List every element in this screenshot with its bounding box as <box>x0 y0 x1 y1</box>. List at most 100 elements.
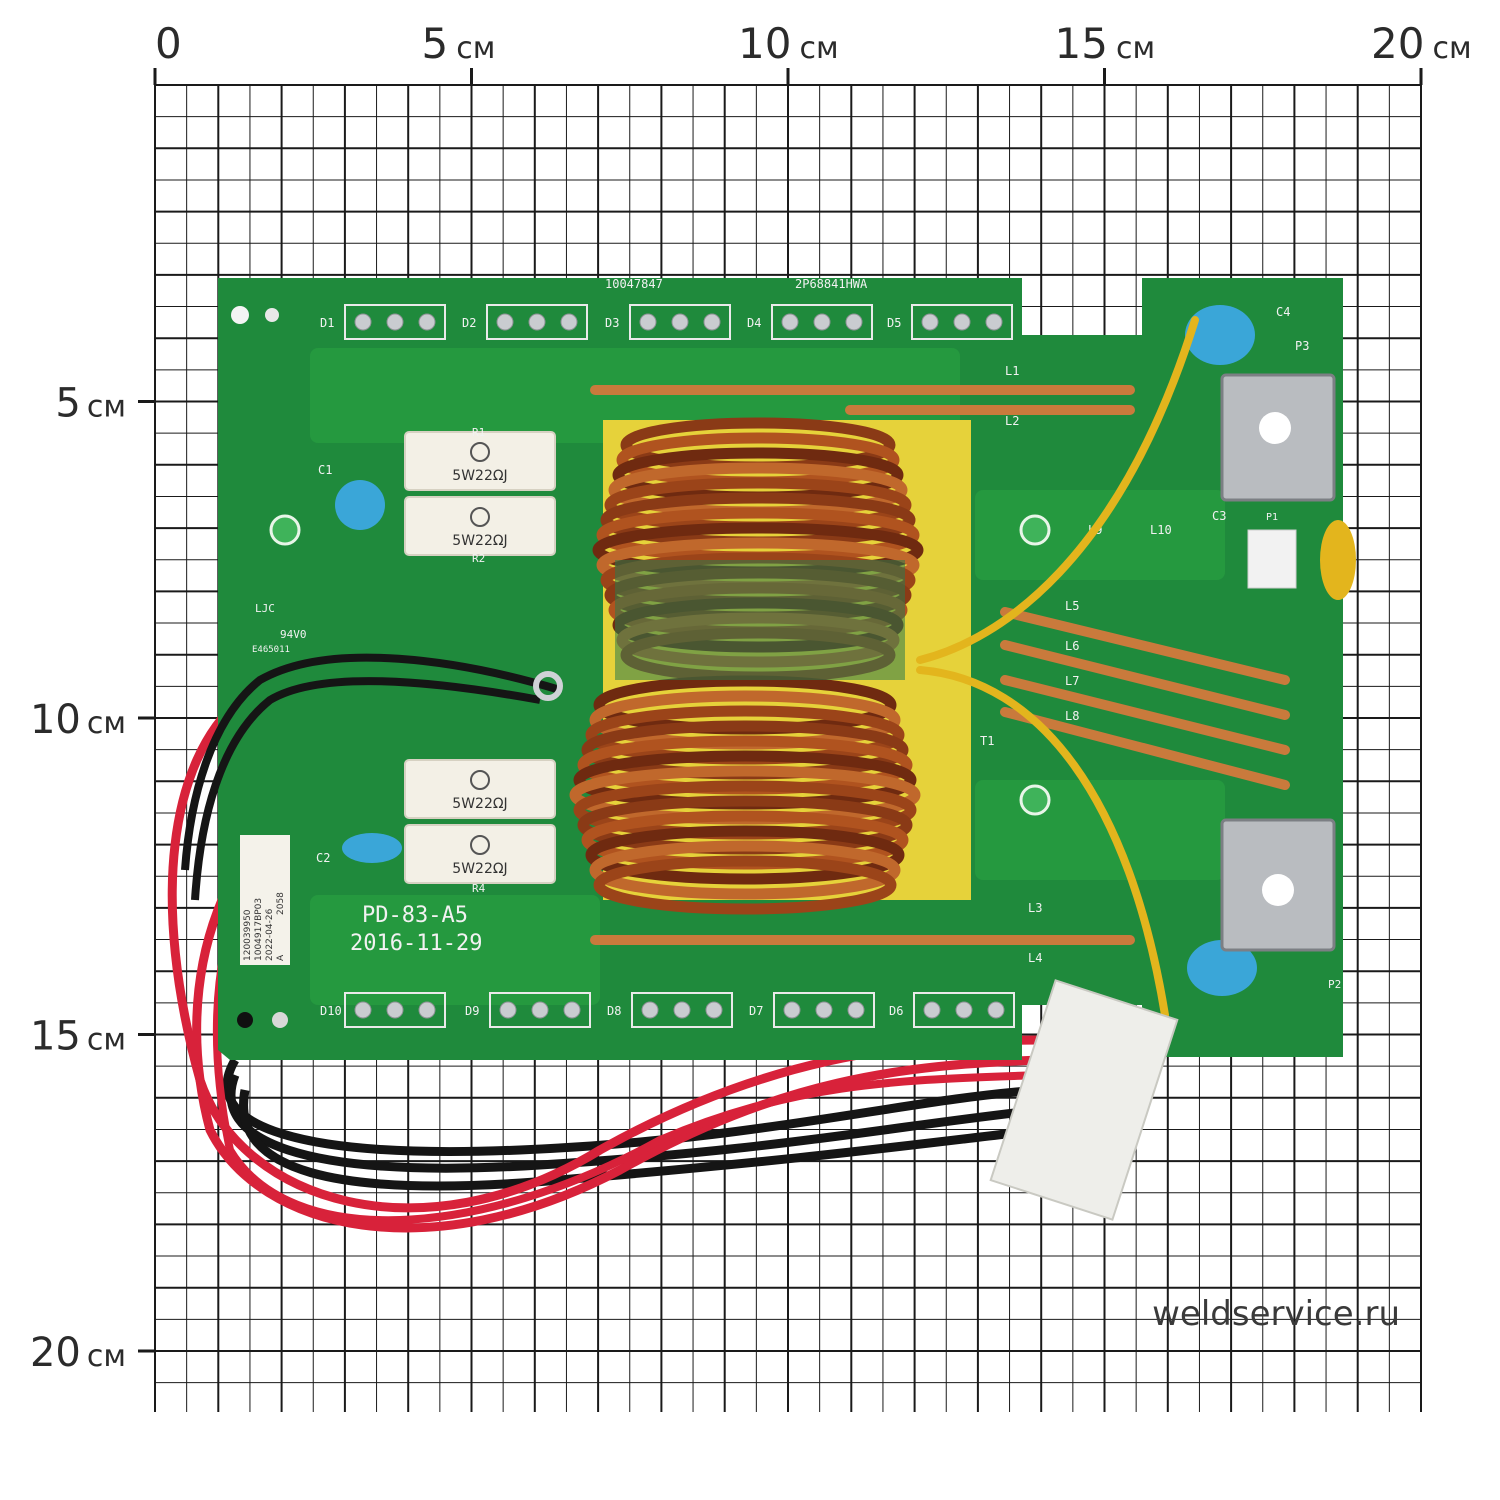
label-c3: C3 <box>1212 509 1226 523</box>
diode-label: D1 <box>320 316 334 330</box>
resistor-value: 5W22ΩJ <box>452 796 507 812</box>
label-p1: P1 <box>1266 512 1278 523</box>
diode-label: D9 <box>465 1004 479 1018</box>
label-l8: L8 <box>1065 709 1079 723</box>
ruler-unit: см <box>456 31 495 66</box>
label-r4: R4 <box>472 882 486 895</box>
solder-pad <box>418 1001 436 1019</box>
label-r1: R1 <box>472 426 485 439</box>
capacitors <box>335 305 1356 996</box>
diode-label: D10 <box>320 1004 342 1018</box>
solder-pad <box>813 313 831 331</box>
solder-pad <box>499 1001 517 1019</box>
solder-pad <box>641 1001 659 1019</box>
solder-pad <box>563 1001 581 1019</box>
metal-tabs <box>1220 373 1336 952</box>
ruler-number: 15 <box>30 1014 81 1060</box>
diode-footprint <box>773 992 875 1028</box>
toroid-choke <box>569 417 924 915</box>
label-r2: R2 <box>472 552 485 565</box>
sticker-line-2: 1004917BP03 <box>254 898 264 961</box>
ruler-unit: см <box>799 31 838 66</box>
board-model: PD-83-A5 <box>362 903 468 928</box>
ruler-unit: см <box>1432 31 1471 66</box>
sticker-line-5: 2058 <box>276 892 286 915</box>
ruler-top-label: 0 <box>155 19 182 68</box>
solder-pad <box>418 313 436 331</box>
diode-footprint <box>771 304 873 340</box>
coil-winding <box>589 840 901 900</box>
diode-footprint <box>913 992 1015 1028</box>
coil-winding <box>585 825 905 885</box>
solder-pad <box>955 1001 973 1019</box>
label-l6: L6 <box>1065 639 1079 653</box>
sticker-line-4: A <box>276 954 286 961</box>
board-code-2: 2P68841HWA <box>795 277 868 291</box>
copper-bars <box>590 385 1290 945</box>
label-l1: L1 <box>1005 364 1019 378</box>
solder-pad <box>531 1001 549 1019</box>
sticker-line-3: 2022-04-26 <box>265 908 275 961</box>
resistor-logo <box>470 835 490 855</box>
board-date: 2016-11-29 <box>350 931 482 956</box>
label-ljc: LJC <box>255 602 275 615</box>
solder-pad <box>386 313 404 331</box>
label-l4: L4 <box>1028 951 1042 965</box>
solder-pad <box>847 1001 865 1019</box>
board-code-1: 10047847 <box>605 277 663 291</box>
diode-label: D7 <box>749 1004 763 1018</box>
label-l7: L7 <box>1065 674 1079 688</box>
solder-pad <box>354 1001 372 1019</box>
connector-p1 <box>1247 529 1297 589</box>
diode-footprint <box>489 992 591 1028</box>
solder-pad <box>386 1001 404 1019</box>
solder-pad <box>953 313 971 331</box>
resistor-logo <box>470 442 490 462</box>
solder-pad <box>673 1001 691 1019</box>
solder-pad <box>705 1001 723 1019</box>
diode-footprint <box>344 304 446 340</box>
solder-pad <box>354 313 372 331</box>
resistor-value: 5W22ΩJ <box>452 861 507 877</box>
watermark: weldservice.ru <box>1152 1294 1400 1334</box>
label-l3: L3 <box>1028 901 1042 915</box>
label-p2: P2 <box>1328 978 1341 991</box>
ruler-unit: см <box>87 390 126 425</box>
diode-footprint <box>629 304 731 340</box>
ruler-number: 20 <box>30 1330 81 1376</box>
ruler-unit: см <box>1116 31 1155 66</box>
label-c1: C1 <box>318 463 332 477</box>
wire-harness-back <box>167 696 1041 1233</box>
solder-pad <box>815 1001 833 1019</box>
solder-pad <box>528 313 546 331</box>
ruler-unit: см <box>87 1023 126 1058</box>
ruler-number: 5 <box>55 381 80 427</box>
solder-pad <box>781 313 799 331</box>
diode-label: D3 <box>605 316 619 330</box>
solder-pad <box>671 313 689 331</box>
harness-connector <box>989 979 1179 1221</box>
label-c4: C4 <box>1276 305 1290 319</box>
diode-footprint <box>911 304 1013 340</box>
solder-pad <box>496 313 514 331</box>
diode-label: D2 <box>462 316 476 330</box>
diode-label: D6 <box>889 1004 903 1018</box>
wire-harness-front <box>181 316 1199 1019</box>
resistor-value: 5W22ΩJ <box>452 533 507 549</box>
serial-sticker: 120039950 1004917BP03 2022-04-26 A 2058 <box>240 835 290 965</box>
solder-pad <box>703 313 721 331</box>
resistor-logo <box>470 770 490 790</box>
toroid-core <box>615 560 905 680</box>
